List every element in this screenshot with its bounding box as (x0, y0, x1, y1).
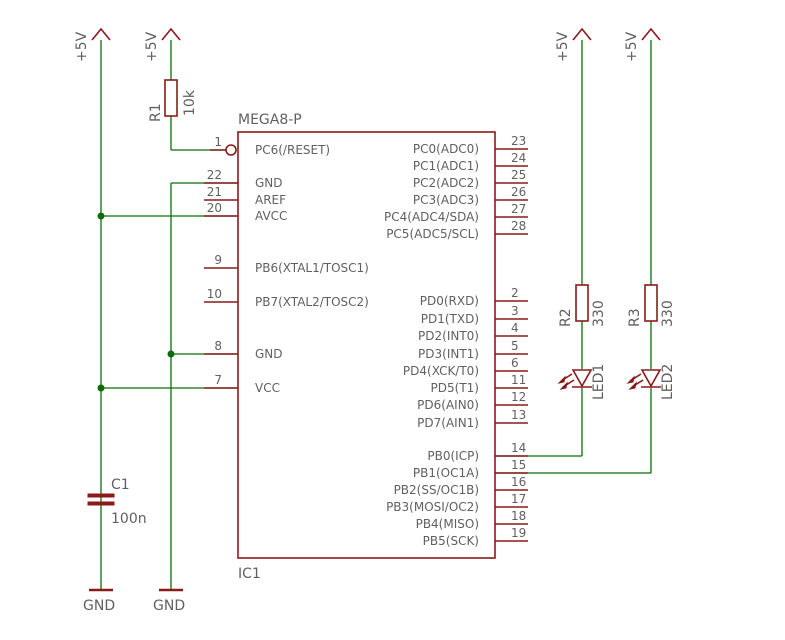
supply-5v-left: +5V (74, 27, 111, 62)
ic-pin-label: AREF (255, 193, 286, 207)
led1-ref: LED1 (591, 364, 607, 400)
ic-pin-label: PC6(/RESET) (255, 143, 330, 157)
ic-pin-number: 1 (214, 135, 222, 149)
ic-mega8: MEGA8-P IC1 (225, 112, 496, 582)
resistor-r3: R3 330 (627, 284, 676, 327)
ic-pin-label: PC0(ADC0) (413, 142, 479, 156)
ic-pin-label: PB6(XTAL1/TOSC1) (255, 261, 369, 275)
ic-pin-label: PB0(ICP) (427, 449, 479, 463)
ic-pin-label: PB5(SCK) (423, 534, 479, 548)
ic-pin-number: 13 (511, 408, 526, 422)
ic-pin-number: 12 (511, 390, 526, 404)
ic-pin-number: 9 (214, 253, 222, 267)
ic-pin-number: 8 (214, 339, 222, 353)
ic-pin-number: 20 (207, 201, 222, 215)
ic-pin-label: PD3(INT1) (418, 347, 479, 361)
resistor-r2: R2 330 (558, 284, 607, 327)
ic-pin-number: 18 (511, 509, 526, 523)
c1-value: 100n (111, 511, 147, 527)
ic-pin-label: PB7(XTAL2/TOSC2) (255, 295, 369, 309)
ground-ic: GND (153, 588, 185, 614)
ic-pin-label: GND (255, 347, 283, 361)
ic-pin-label: PD5(T1) (431, 381, 479, 395)
ic-pin-number: 4 (511, 321, 519, 335)
r3-value: 330 (660, 300, 676, 327)
ic-pin-number: 17 (511, 492, 526, 506)
ic-pin-number: 15 (511, 458, 526, 472)
ground-label: GND (83, 598, 115, 614)
junction-dot (97, 384, 105, 392)
ic-pin-number: 28 (511, 219, 526, 233)
supply-5v-led2: +5V (624, 27, 661, 62)
resistor-r1: R1 10k (148, 79, 198, 122)
ic-pin-number: 25 (511, 168, 526, 182)
ic-pin-number: 16 (511, 475, 526, 489)
r3-ref: R3 (627, 308, 643, 327)
ic-pin-label: PB3(MOSI/OC2) (386, 500, 479, 514)
c1-ref: C1 (111, 477, 130, 493)
r2-ref: R2 (558, 308, 574, 327)
wires (100, 40, 652, 590)
ic-pin-label: PD0(RXD) (420, 294, 479, 308)
supply-5v-led1: +5V (555, 27, 592, 62)
ic-name: MEGA8-P (238, 112, 302, 128)
ic-pin-label: PD6(AIN0) (417, 398, 479, 412)
led-led1: LED1 (557, 364, 607, 400)
ground-left: GND (83, 588, 115, 614)
supply-label: +5V (144, 31, 160, 62)
led-led2: LED2 (626, 364, 676, 400)
r1-value: 10k (182, 89, 198, 116)
ic-pin-label: PC2(ADC2) (413, 176, 479, 190)
ic-pin-number: 14 (511, 441, 526, 455)
ic-pin-label: PC5(ADC5/SCL) (386, 227, 479, 241)
ic-pin-number: 24 (511, 151, 526, 165)
ground-label: GND (153, 598, 185, 614)
ic-pin-number: 6 (511, 356, 519, 370)
reset-bubble (225, 144, 237, 156)
r1-ref: R1 (148, 103, 164, 122)
ic-pin-label: PB1(OC1A) (413, 466, 479, 480)
junction-dot (167, 350, 175, 358)
ic-right-pins: 23PC0(ADC0)24PC1(ADC1)25PC2(ADC2)26PC3(A… (384, 134, 528, 548)
ic-pin-label: PC4(ADC4/SDA) (384, 210, 479, 224)
led2-ref: LED2 (660, 364, 676, 400)
ic-pin-label: AVCC (255, 209, 287, 223)
ic-pin-number: 21 (207, 185, 222, 199)
ic-pin-number: 26 (511, 185, 526, 199)
supply-label: +5V (555, 31, 571, 62)
ic-pin-number: 22 (207, 168, 222, 182)
ic-pin-label: PC1(ADC1) (413, 159, 479, 173)
ic-pin-label: GND (255, 176, 283, 190)
ic-pin-label: VCC (255, 381, 280, 395)
ic-pin-number: 11 (511, 373, 526, 387)
ic-pin-number: 27 (511, 202, 526, 216)
ic-pin-number: 5 (511, 339, 519, 353)
ic-pin-label: PD7(AIN1) (417, 416, 479, 430)
ic-pin-number: 7 (214, 373, 222, 387)
ic-pin-number: 10 (207, 287, 222, 301)
supply-label: +5V (74, 31, 90, 62)
ic-pin-label: PC3(ADC3) (413, 193, 479, 207)
ic-ref: IC1 (238, 566, 261, 582)
ic-pin-number: 19 (511, 526, 526, 540)
ic-pin-label: PD1(TXD) (421, 312, 479, 326)
ic-pin-number: 23 (511, 134, 526, 148)
ic-pin-label: PD4(XCK/T0) (403, 364, 479, 378)
capacitor-c1: C1 100n (87, 477, 147, 527)
supply-label: +5V (624, 31, 640, 62)
ic-pin-label: PD2(INT0) (418, 329, 479, 343)
ic-pin-number: 2 (511, 286, 519, 300)
ic-pin-label: PB4(MISO) (416, 517, 479, 531)
ic-pin-label: PB2(SS/OC1B) (394, 483, 479, 497)
r2-value: 330 (591, 300, 607, 327)
supply-5v-r1: +5V (144, 27, 181, 62)
ic-pin-number: 3 (511, 304, 519, 318)
junction-dot (97, 212, 105, 220)
